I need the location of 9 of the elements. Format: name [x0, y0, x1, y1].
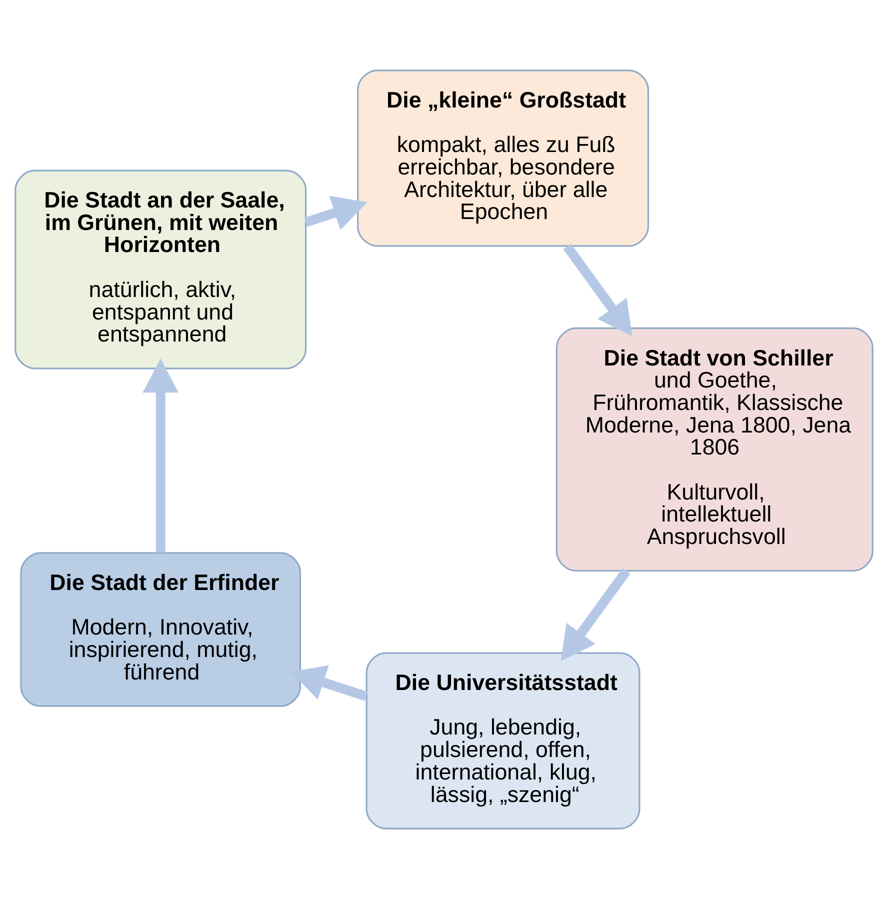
arrow	[142, 358, 178, 552]
arrow	[562, 243, 632, 336]
node-box: Die Stadt der Erfinder Modern, Innovativ, inspirierend, mutig, führend	[20, 552, 301, 706]
node-box: Die Stadt von Schiller und Goethe, Frühromantik, Klassische Moderne, Jena 1800, Jena 1806 Kulturvoll, intellektuell Anspruchsvoll	[555, 326, 873, 572]
arrow	[560, 568, 630, 661]
node-box: Die „kleine“ Großstadt kompakt, alles zu Fuß erreichbar, besondere Architektur, über alle Epochen	[356, 69, 649, 246]
node-box: Die Universitätsstadt Jung, lebendig, pulsierend, offen, international, klug, lässig, „szenig“	[365, 652, 640, 829]
arrow	[304, 195, 367, 230]
node-box: Die Stadt an der Saale, im Grünen, mit weiten Horizonten natürlich, aktiv, entspannt und entspannend	[14, 169, 306, 369]
